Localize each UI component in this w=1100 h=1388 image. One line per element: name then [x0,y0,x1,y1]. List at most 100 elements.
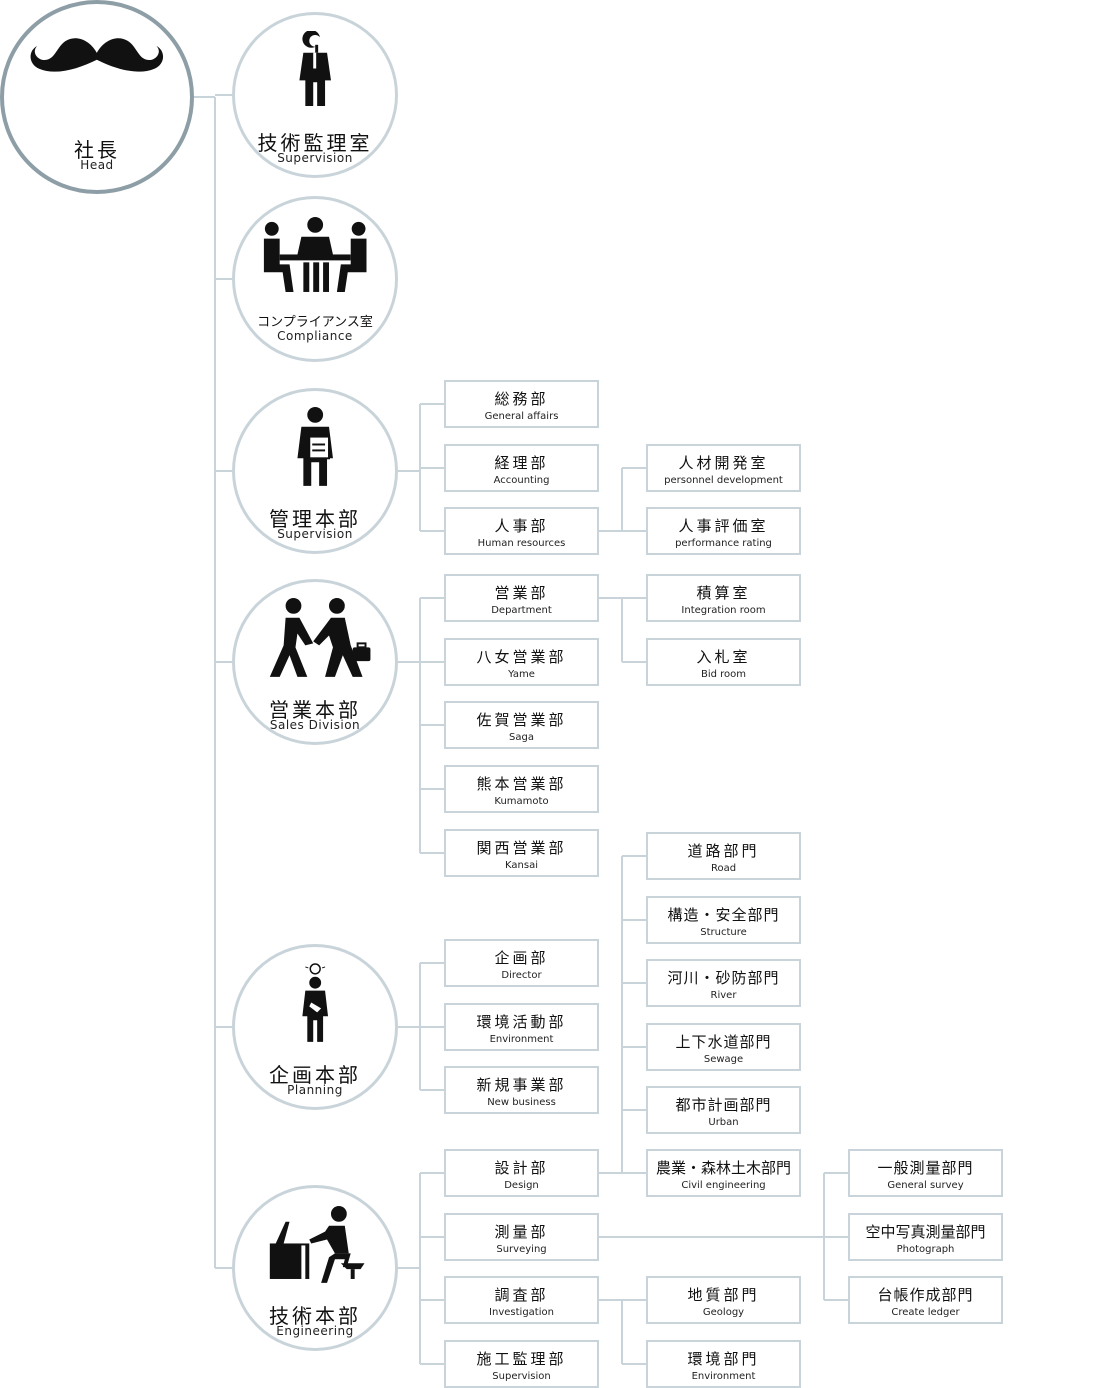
sub-box: 都市計画部門 Urban [646,1086,801,1134]
box-label-en: River [710,990,737,1001]
box-label: 八女営業部 [476,648,567,666]
box-label-en: Surveying [496,1244,547,1255]
box-label: 都市計画部門 [675,1096,772,1114]
box-label-en: performance rating [675,538,772,549]
division-label-en: Engineering [276,1324,354,1338]
clipboard-person-icon [297,407,333,486]
box-label: 設計部 [494,1159,549,1177]
box-label: 総務部 [494,390,549,408]
division-label-en: Supervision [277,151,353,165]
box-label: 人事部 [494,517,549,535]
box-label-en: Sewage [703,1054,744,1065]
division-label-en: Planning [287,1083,343,1097]
box-label-en: Environment [691,1371,756,1382]
box-label-en: Environment [489,1034,554,1045]
box-label: 環境部門 [687,1350,760,1368]
sub-box: 環境部門 Environment [646,1340,801,1388]
box-label: 佐賀営業部 [476,711,567,729]
box-label: 空中写真測量部門 [865,1223,986,1241]
box-label-en: General affairs [484,411,559,422]
box-label-en: Geology [702,1307,745,1318]
division-label: コンプライアンス室 [257,315,373,330]
box-label: 環境活動部 [476,1013,567,1031]
box-label-en: Saga [509,732,534,743]
division-label: 企画本部 [269,1063,361,1087]
dept-box: 総務部 General affairs [444,380,599,428]
box-label: 経理部 [494,454,549,472]
box-label: 測量部 [494,1223,549,1241]
desk-worker-icon [269,1205,365,1283]
box-label: 河川・砂防部門 [667,969,780,987]
dept-box: 環境活動部 Environment [444,1003,599,1051]
box-label-en: Investigation [489,1307,554,1318]
box-label: 営業部 [494,584,549,602]
dept-box: 関西営業部 Kansai [444,829,599,877]
division-label: 営業本部 [269,698,361,722]
handshake-icon [269,598,371,677]
box-label-en: Photograph [896,1244,955,1255]
box-label-en: General survey [887,1180,964,1191]
box-label-en: Urban [708,1117,739,1128]
box-label-en: Integration room [681,605,766,616]
box-label: 上下水道部門 [675,1033,772,1051]
box-label: 調査部 [494,1286,549,1304]
box-label-en: Create ledger [891,1307,960,1318]
mustache-icon [30,37,164,72]
division-label-en: Supervision [277,527,353,541]
box-label-en: Human resources [477,538,566,549]
box-label: 農業・森林土木部門 [655,1159,791,1177]
dept-box: 経理部 Accounting [444,444,599,492]
box-label: 入札室 [696,648,751,666]
sub-box: 一般測量部門 General survey [848,1149,1003,1197]
box-label-en: Kansai [505,860,538,871]
box-label-en: personnel development [664,475,783,486]
division-label: 技術本部 [269,1304,361,1328]
box-label-en: Design [504,1180,539,1191]
box-label-en: Road [710,863,737,874]
dept-box: 調査部 Investigation [444,1276,599,1324]
box-label-en: Department [491,605,552,616]
sub-box: 農業・森林土木部門 Civil engineering [646,1149,801,1197]
division-label-en: Sales Division [269,718,361,732]
division-label: 管理本部 [269,507,361,531]
box-label-en: Civil engineering [681,1180,766,1191]
box-label-en: Director [501,970,542,981]
box-label-en: Supervision [492,1371,551,1382]
box-label: 関西営業部 [476,839,567,857]
sub-box: 人事評価室 performance rating [646,507,801,555]
sub-box: 空中写真測量部門 Photograph [848,1213,1003,1261]
division-label: 技術監理室 [257,131,373,155]
box-label: 道路部門 [687,842,760,860]
box-label: 熊本営業部 [476,775,567,793]
dept-box: 佐賀営業部 Saga [444,701,599,749]
head-label: 社長 [74,138,120,163]
box-label: 人事評価室 [678,517,769,535]
box-label: 地質部門 [687,1286,760,1304]
meeting-icon [263,216,367,292]
sub-box: 上下水道部門 Sewage [646,1023,801,1071]
box-label: 一般測量部門 [877,1159,974,1177]
dept-box: 熊本営業部 Kumamoto [444,765,599,813]
division-label-en: Compliance [277,329,353,343]
box-label-en: Kumamoto [494,796,549,807]
box-label-en: Yame [508,669,535,680]
dept-box: 八女営業部 Yame [444,638,599,686]
sub-box: 河川・砂防部門 River [646,959,801,1007]
dept-box: 人事部 Human resources [444,507,599,555]
box-label: 新規事業部 [476,1076,567,1094]
dept-box: 営業部 Department [444,574,599,622]
box-label-en: Accounting [493,475,550,486]
